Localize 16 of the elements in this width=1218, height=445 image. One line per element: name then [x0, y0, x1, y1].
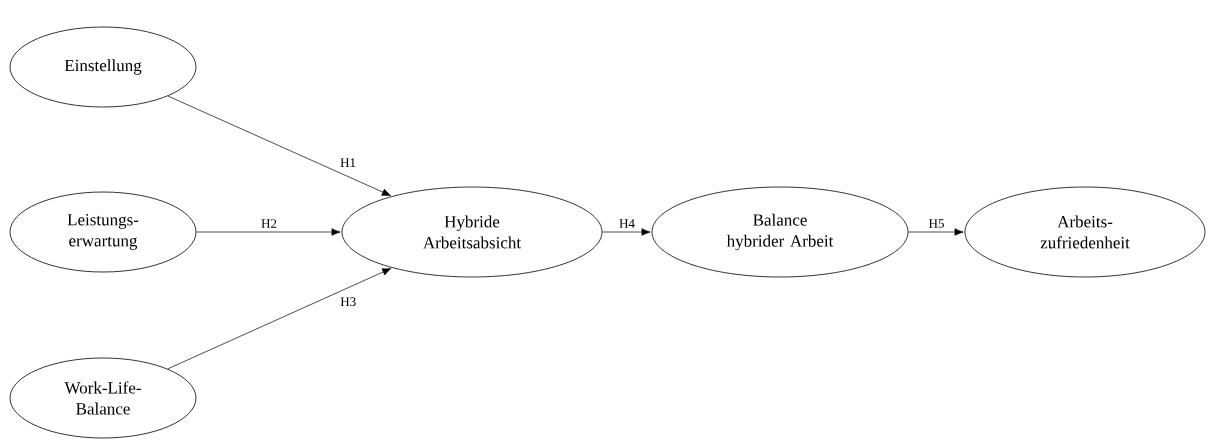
ellipse-node: Hybride Arbeitsabsicht: [341, 186, 603, 278]
arrow: [167, 268, 392, 370]
edge-label: H3: [339, 296, 358, 308]
arrow: [908, 228, 964, 236]
edge-label: H2: [260, 218, 278, 229]
ellipse-node: Einstellung: [9, 26, 197, 108]
ellipse-node: Balance hybrider Arbeit: [651, 186, 909, 278]
edge-label: H5: [927, 218, 946, 229]
ellipse-node: Leistungs- erwartung: [9, 191, 197, 273]
arrow: [602, 228, 651, 236]
edge-label: H1: [339, 157, 357, 168]
arrow: [167, 95, 391, 196]
edge-label: H4: [618, 218, 636, 229]
arrow: [196, 228, 341, 236]
ellipse-node: Work-Life- Balance: [9, 357, 197, 439]
ellipse-node: Arbeits- zufriedenheit: [964, 186, 1206, 278]
